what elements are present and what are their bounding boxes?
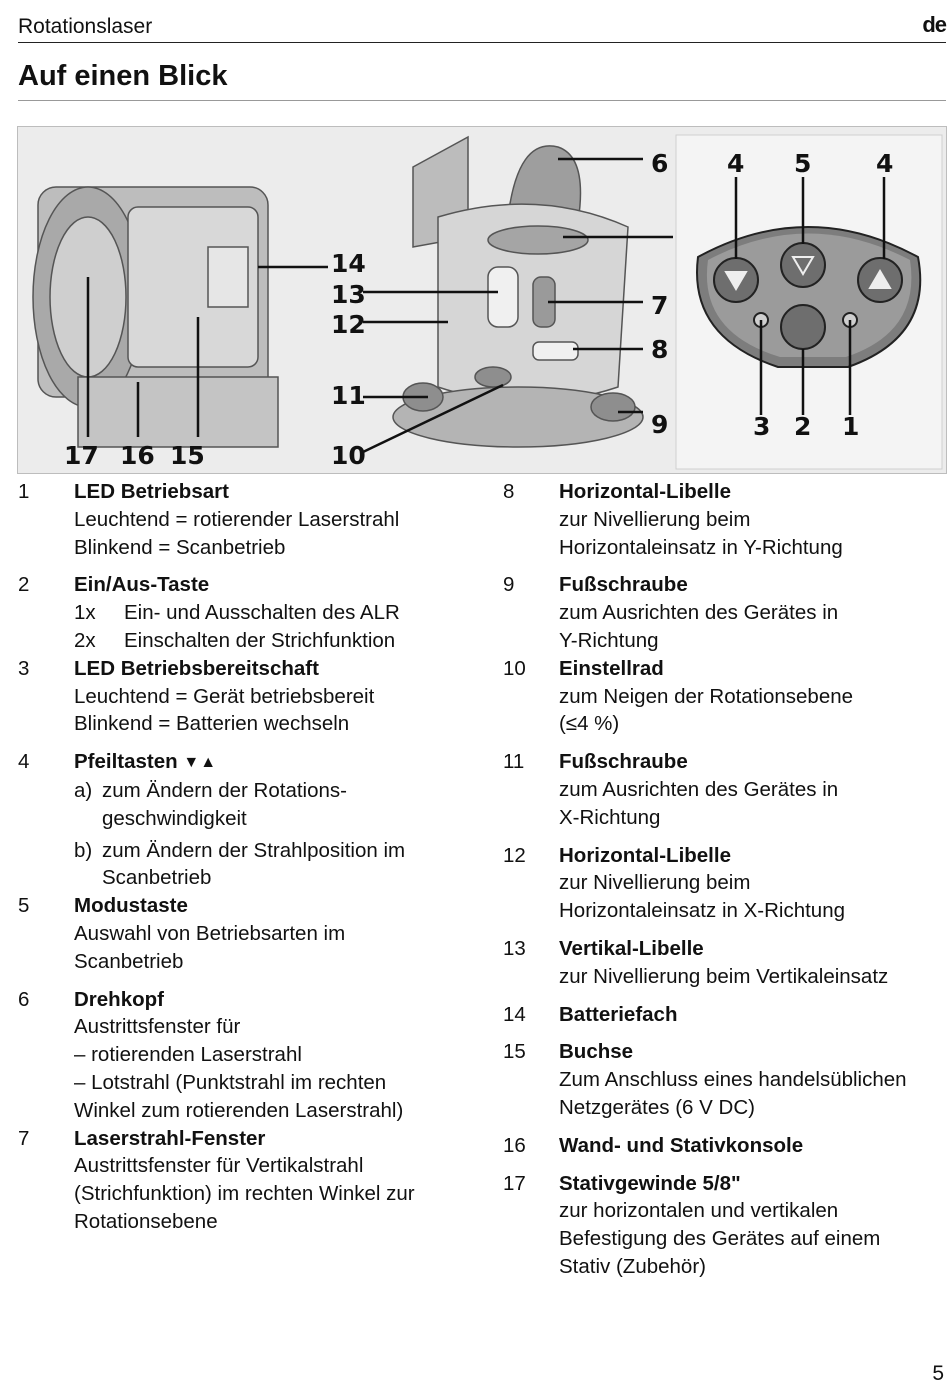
callout-14: 14 <box>331 249 366 278</box>
legend-item-16: 16 Wand- und Stativkonsole <box>503 1133 804 1157</box>
header-label: Rotationslaser <box>18 15 153 38</box>
rotation-laser-illustration <box>32 134 943 470</box>
control-panel <box>696 226 922 368</box>
title-divider <box>18 100 946 101</box>
callout-1: 1 <box>842 412 860 441</box>
callout-2: 2 <box>794 412 812 441</box>
device-front-view <box>392 135 644 448</box>
callout-9: 9 <box>651 410 669 439</box>
legend-item-8: 8 Horizontal-Libelle zur Nivellierung be… <box>503 480 843 559</box>
legend-item-10: 10 Einstellrad zum Neigen der Rotationse… <box>503 656 854 736</box>
legend-item-7: 7 Laserstrahl-Fenster Austrittsfenster f… <box>18 1126 415 1233</box>
legend-item-13: 13 Vertikal-Libelle zur Nivellierung bei… <box>503 936 889 988</box>
legend-item-6: 6 Drehkopf Austrittsfenster für – rotier… <box>18 987 404 1122</box>
callout-5: 5 <box>794 149 812 178</box>
legend-column-left: 1 LED Betriebsart Leuchtend = rotierende… <box>18 478 478 1246</box>
legend-item-1: 1 LED Betriebsart Leuchtend = rotierende… <box>18 480 400 559</box>
callout-13: 13 <box>331 280 366 309</box>
legend-column-right: 8 Horizontal-Libelle zur Nivellierung be… <box>503 478 948 1291</box>
arrow-keys-icon: ▼▲ <box>183 754 218 772</box>
product-figure: 1 2 3 4 5 4 6 7 8 9 10 11 12 13 14 15 16… <box>17 126 947 474</box>
page-number: 5 <box>932 1362 944 1385</box>
page-header: Rotationslaser de <box>18 12 947 43</box>
legend-item-12: 12 Horizontal-Libelle zur Nivellierung b… <box>503 843 845 923</box>
callout-15: 15 <box>170 441 205 470</box>
callout-17: 17 <box>64 441 99 470</box>
device-side-view <box>32 186 279 448</box>
legend-item-14: 14 Batteriefach <box>503 1002 678 1026</box>
callout-8: 8 <box>651 335 669 364</box>
legend-item-11: 11 Fußschraube zum Ausrichten des Geräte… <box>503 750 839 829</box>
page-title: Auf einen Blick <box>18 60 228 92</box>
callout-7: 7 <box>651 291 669 320</box>
callout-6: 6 <box>651 149 669 178</box>
legend-item-4: 4 Pfeiltasten ▼▲ a)zum Ändern der Rotati… <box>18 750 406 890</box>
callout-12: 12 <box>331 310 366 339</box>
legend-item-5: 5 Modustaste Auswahl von Betriebsarten i… <box>18 894 346 973</box>
callout-4a: 4 <box>727 149 745 178</box>
legend-item-17: 17 Stativgewinde 5/8" zur horizontalen u… <box>503 1171 881 1278</box>
callout-lines <box>86 157 886 454</box>
callout-4b: 4 <box>876 149 894 178</box>
language-tag: de <box>922 12 947 37</box>
callout-11: 11 <box>331 381 366 410</box>
legend-item-9: 9 Fußschraube zum Ausrichten des Gerätes… <box>503 573 839 652</box>
legend-item-15: 15 Buchse Zum Anschluss eines handelsübl… <box>503 1040 907 1119</box>
callout-16: 16 <box>120 441 155 470</box>
callout-3: 3 <box>753 412 771 441</box>
callout-10: 10 <box>331 441 366 470</box>
legend-item-3: 3 LED Betriebsbereitschaft Leuchtend = G… <box>18 656 375 736</box>
